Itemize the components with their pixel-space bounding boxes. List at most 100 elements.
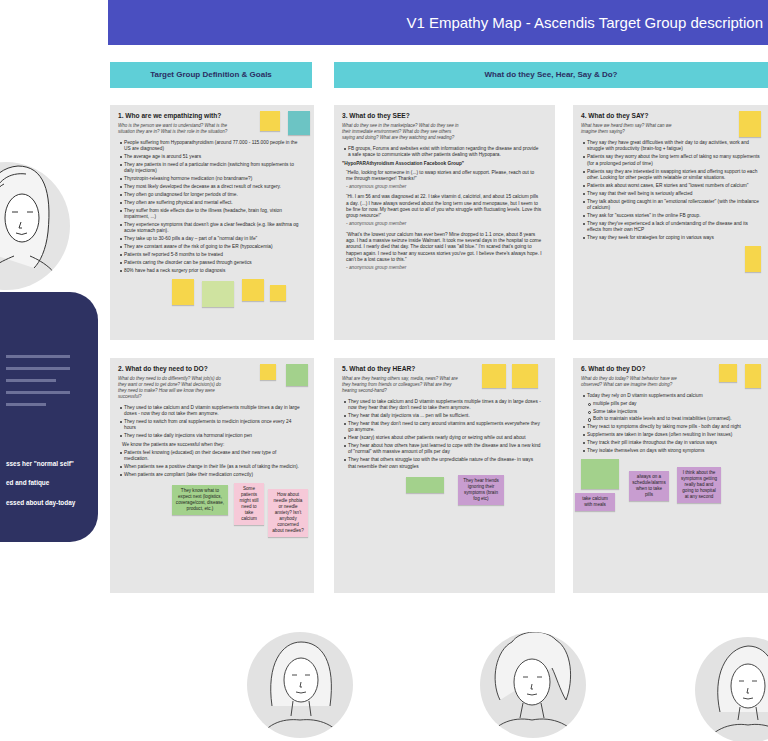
empathy-panel: 2. What do they need to DO?What do they … [110,358,314,593]
empathy-panel: 3. What do they SEE?What do they see in … [334,105,555,340]
bullet-text: They isolate themselves on days with str… [581,448,760,454]
quote-text: We know the patients are successful when… [118,442,301,448]
bullet-text: Patients self reported 5-8 months to be … [118,252,301,258]
sticky-note [242,279,264,301]
sticky-note [482,364,506,388]
bullet-text: The average age is around 51 years [118,154,301,160]
section-header: What do they See, Hear, Say & Do? [334,62,768,88]
bullet-text: When patients see a positive change in t… [118,464,301,470]
placeholder-line [6,355,70,358]
bullet-text: Thyrotropin-releasing hormone medication… [118,176,301,182]
face-features [739,681,757,699]
quote-text: “Hi. I am 56 and was diagnosed at 22. I … [342,194,542,219]
question-text: What are they hearing others say, media,… [342,376,462,394]
bullet-text: They are constant aware of the risk of g… [118,244,301,250]
sub-bullet-text: Some take injections [581,409,760,415]
bullet-text: They track their pill intake throughout … [581,440,760,446]
portrait-circle [0,162,70,290]
sticky-note-text: They know what to expect next (logistics… [175,488,225,512]
bullet-text: Patients say they are interested in swap… [581,169,760,182]
title-banner: V1 Empathy Map - Ascendis Target Group d… [108,0,768,45]
sticky-note [512,364,538,388]
sticky-note: always on a schedule/alarms when to take… [629,471,669,501]
shoulders [484,703,582,741]
bullet-text: They used to take calcium and D vitamin … [342,399,542,412]
panel-heading: 2. What do they need to DO? [118,365,301,374]
placeholder-line [6,403,46,406]
placeholder-line [6,379,56,382]
panel-heading: 5. What do they HEAR? [342,365,542,374]
quote-author: - anonymous group member [342,265,542,271]
sticky-note [172,279,194,305]
quote-text: “Hello, looking for someone in (...) to … [342,170,542,183]
panel-heading: 1. Who are we empathizing with? [118,112,301,121]
placeholder-line [6,367,70,370]
sticky-note: Some patients might still need to take c… [234,483,264,525]
empathy-panel: 5. What do they HEAR? What are they heari… [334,358,555,593]
hair-outline [718,646,768,712]
hair-outline [271,642,332,706]
bullet-text: They react to symptoms directly by takin… [581,424,760,430]
sticky-note [406,477,444,493]
shoulders [256,701,346,741]
sticky-note-text: They hear friends ignoring their symptom… [461,478,501,502]
persona-portrait [0,162,70,300]
persona-card: sses her "normal self" ed and fatique esse… [0,292,98,542]
bullet-text: Patients feel knowing (educated) on thei… [118,450,301,463]
bullet-text: Hear (scary) stories about other patient… [342,435,542,441]
bullet-text: They say they seek for strategies for co… [581,235,760,241]
sticky-note: I think about the symptoms getting reall… [677,467,721,503]
bullet-text: People suffering from Hypoparathyroidism… [118,140,301,153]
portrait-circle [247,632,353,738]
sticky-note [581,459,619,489]
sticky-note [202,281,234,307]
bullet-text: They hear that they don't need to carry … [342,421,542,434]
sticky-note [288,111,310,135]
bullet-text: Patients caring the disorder can be pass… [118,260,301,266]
hair-outline [0,166,49,268]
empathy-panel: 4. What do they SAY? What have we heard t… [573,105,768,340]
persona-portrait [480,632,586,741]
bullet-text: They say they've experienced a lack of u… [581,221,760,234]
bullet-text: They hear about how others have just lea… [342,443,542,456]
bullet-text: They often go undiagnosed for longer per… [118,192,301,198]
panel-heading: 6. What do they DO? [581,365,760,374]
persona-text: essed about day-today [6,499,94,507]
shoulders [702,707,768,741]
persona-text: sses her "normal self" [6,460,94,468]
sub-bullet-text: multiple pills per day [581,401,760,407]
question-text: What do they do today? What behavior hav… [581,376,688,388]
bullet-text: They talk about getting caught in an "em… [581,199,760,212]
bullet-text: They experience symptoms that doesn't gi… [118,222,301,235]
face-features [523,677,542,695]
bullet-text: They ask for "success stories" in the on… [581,213,760,219]
bullet-text: 80% have had a neck surgery prior to dia… [118,268,301,274]
bullet-text: They hear that others struggle too with … [342,457,542,470]
sticky-note [286,364,308,386]
group-name: "HypoPARAthyroidism Association Facebook… [342,161,542,167]
persona-text: ed and fatique [6,479,94,487]
bullet-text: They say they have great difficulties wi… [581,140,760,153]
sticky-note: They hear friends ignoring their symptom… [458,475,504,505]
bullet-text: They suffer from side effects due to the… [118,208,301,221]
quote-text: “What's the lowest your calcium has ever… [342,232,542,264]
sticky-note-text: take calcium with meals [578,496,612,508]
bullet-text: They most likely developed the decease a… [118,184,301,190]
face [284,658,318,702]
bullet-text: Today they rely on D vitamin supplements… [581,393,760,399]
sticky-note [739,111,761,137]
panel-heading: 4. What do they SAY? [581,112,760,121]
header-label: What do they See, Hear, Say & Do? [485,70,618,80]
question-text: What have we heard them say? What can we… [581,123,688,135]
sticky-note-text: How about needle phobia or needle anxiet… [271,492,305,534]
portrait-circle [480,632,586,738]
face [5,194,39,242]
sticky-note [270,285,286,301]
placeholder-line [6,391,70,394]
persona-portrait [247,632,353,741]
bullet-text: They say that their well being is seriou… [581,191,760,197]
section-header: Target Group Definition & Goals [110,62,312,88]
face [514,659,550,705]
bullet-text: They need to take daily injections via h… [118,433,301,439]
bullet-text: They need to switch from oral supplement… [118,419,301,432]
